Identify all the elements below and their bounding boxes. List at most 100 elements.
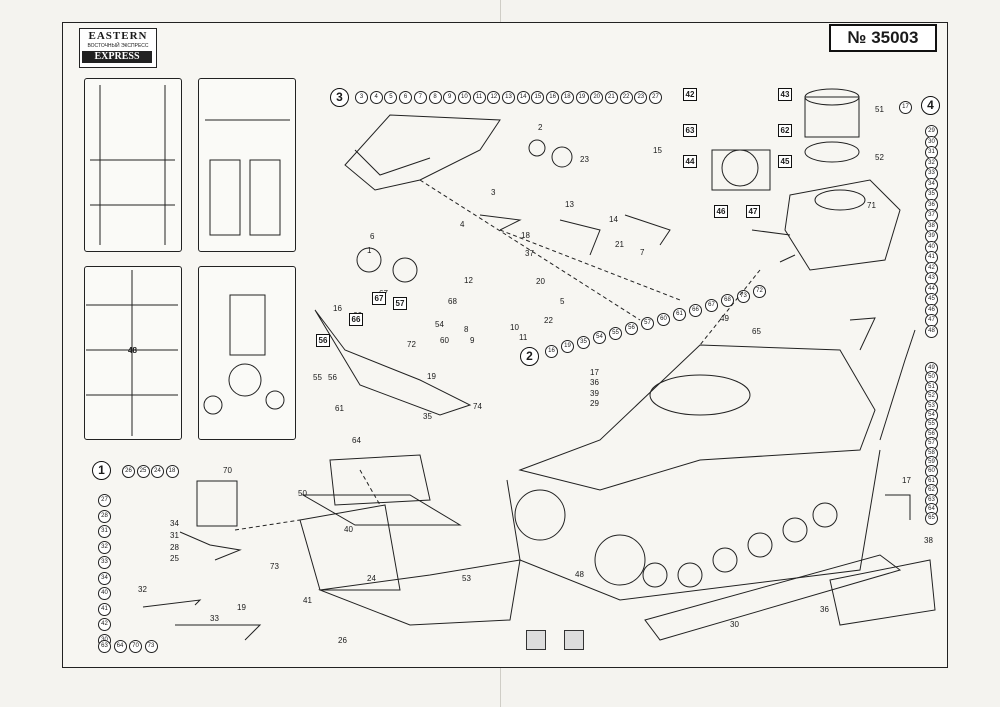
callout-label: 37 xyxy=(525,249,534,258)
part-number-circle: 54 xyxy=(593,331,606,345)
label-66: 66 xyxy=(349,313,363,326)
callout-label: 38 xyxy=(924,536,933,545)
part-number-circle: 46 xyxy=(925,303,938,317)
callout-label: 2 xyxy=(538,123,543,132)
sprue-c-parts xyxy=(86,270,178,436)
callout-label: 26 xyxy=(338,636,347,645)
part-number-circle: 10 xyxy=(457,91,471,104)
callout-label: 50 xyxy=(298,489,307,498)
step-2-marker: 2 xyxy=(520,347,539,366)
label-43: 43 xyxy=(778,88,792,101)
part-number-circle: 27 xyxy=(98,494,111,507)
part-number-circle: 73 xyxy=(737,289,750,303)
part-number-circle: 33 xyxy=(98,556,111,569)
part-number-circle: 57 xyxy=(641,317,654,331)
callout-label: 24 xyxy=(367,574,376,583)
callout-label: 34 xyxy=(170,519,179,528)
sprue-d-parts xyxy=(203,294,285,415)
part-number-circle: 3 xyxy=(355,91,368,104)
part-number-circle: 67 xyxy=(705,299,718,312)
label-47: 47 xyxy=(746,205,760,218)
callout-label: 11 xyxy=(519,333,528,342)
part-number-circle: 16 xyxy=(546,91,560,104)
part-number-circle: 7 xyxy=(413,91,427,104)
callout-label: 49 xyxy=(720,314,729,323)
callout-label: 19 xyxy=(427,372,436,381)
callout-label: 36 xyxy=(590,378,599,387)
callout-label: 20 xyxy=(536,277,545,286)
callout-label: 17 xyxy=(902,476,911,485)
part-number-circle: 32 xyxy=(98,540,111,554)
part-number-circle: 6 xyxy=(399,91,413,104)
callout-label: 73 xyxy=(270,562,279,571)
label-57: 57 xyxy=(393,297,407,310)
part-number-circle: 18 xyxy=(560,91,574,104)
callout-label: 41 xyxy=(303,596,312,605)
callout-label: 7 xyxy=(640,248,645,257)
callout-label: 64 xyxy=(352,436,361,445)
part-number-circle: 21 xyxy=(604,91,618,104)
callout-label: 72 xyxy=(407,340,416,349)
callout-label: 61 xyxy=(335,404,344,413)
callout-label: 54 xyxy=(435,320,444,329)
part-number-circle: 48 xyxy=(925,324,938,338)
part-number-circle: 18 xyxy=(165,465,179,478)
callout-label: 51 xyxy=(875,105,884,114)
callout-label: 5 xyxy=(560,297,565,306)
part-number-circle: 63 xyxy=(98,640,111,653)
part-number-circle: 73 xyxy=(144,640,158,653)
callout-label: 35 xyxy=(423,412,432,421)
callout-label: 40 xyxy=(344,525,353,534)
part-number-circle: 72 xyxy=(753,285,766,299)
part-number-circle: 70 xyxy=(129,640,142,653)
brand-logo: EASTERN ВОСТОЧНЫЙ ЭКСПРЕСС EXPRESS xyxy=(79,28,157,68)
callout-label: 21 xyxy=(615,240,624,249)
callout-label: 39 xyxy=(590,389,599,398)
tank-body xyxy=(506,317,936,641)
part-number-circle: 28 xyxy=(98,509,111,523)
hull-body xyxy=(142,454,521,641)
callout-label: 29 xyxy=(590,399,599,408)
callout-label: 19 xyxy=(237,603,246,612)
label-45: 45 xyxy=(778,155,792,168)
callout-label: 32 xyxy=(138,585,147,594)
callout-label: 71 xyxy=(867,201,876,210)
callout-label: 12 xyxy=(464,276,473,285)
part-number-circle: 4 xyxy=(369,91,383,104)
part-number-circle: 32 xyxy=(925,156,938,170)
part-number-circle: 22 xyxy=(619,91,633,104)
step-3-marker: 3 xyxy=(330,88,349,107)
callout-label: 18 xyxy=(521,231,530,240)
label-44: 44 xyxy=(683,155,697,168)
callout-label: 6 xyxy=(370,232,375,241)
label-63: 63 xyxy=(683,124,697,137)
part-number-circle: 27 xyxy=(649,91,662,104)
callout-label: 25 xyxy=(170,554,179,563)
part-number-circle: 9 xyxy=(443,91,457,104)
logo-line1: EASTERN xyxy=(88,30,148,42)
hull-front-plate xyxy=(344,114,501,191)
part-number-circle: 23 xyxy=(634,91,648,104)
part-number-circle: 41 xyxy=(98,602,111,616)
callout-label: 52 xyxy=(875,153,884,162)
part-number-circle: 16 xyxy=(545,345,558,358)
part-number-circle: 5 xyxy=(384,91,398,104)
part-number-circle: 45 xyxy=(925,293,938,306)
fender-assembly xyxy=(314,309,472,416)
part-number-circle: 25 xyxy=(136,465,150,478)
part-number-circle: 15 xyxy=(531,91,545,104)
callout-label: 70 xyxy=(223,466,232,475)
logo-line2: ВОСТОЧНЫЙ ЭКСПРЕСС xyxy=(87,43,149,49)
part-number-circle: 66 xyxy=(689,303,702,317)
callout-label: 28 xyxy=(170,543,179,552)
part-number-circle: 56 xyxy=(625,322,638,335)
part-number-circle: 19 xyxy=(561,340,574,354)
callout-label: 13 xyxy=(565,200,574,209)
callout-label: 68 xyxy=(448,297,457,306)
callout-label: 53 xyxy=(462,574,471,583)
part-number-circle: 68 xyxy=(721,294,734,308)
part-number-circle: 34 xyxy=(98,571,111,585)
callout-label: 48 xyxy=(575,570,584,579)
callout-label: 65 xyxy=(752,327,761,336)
